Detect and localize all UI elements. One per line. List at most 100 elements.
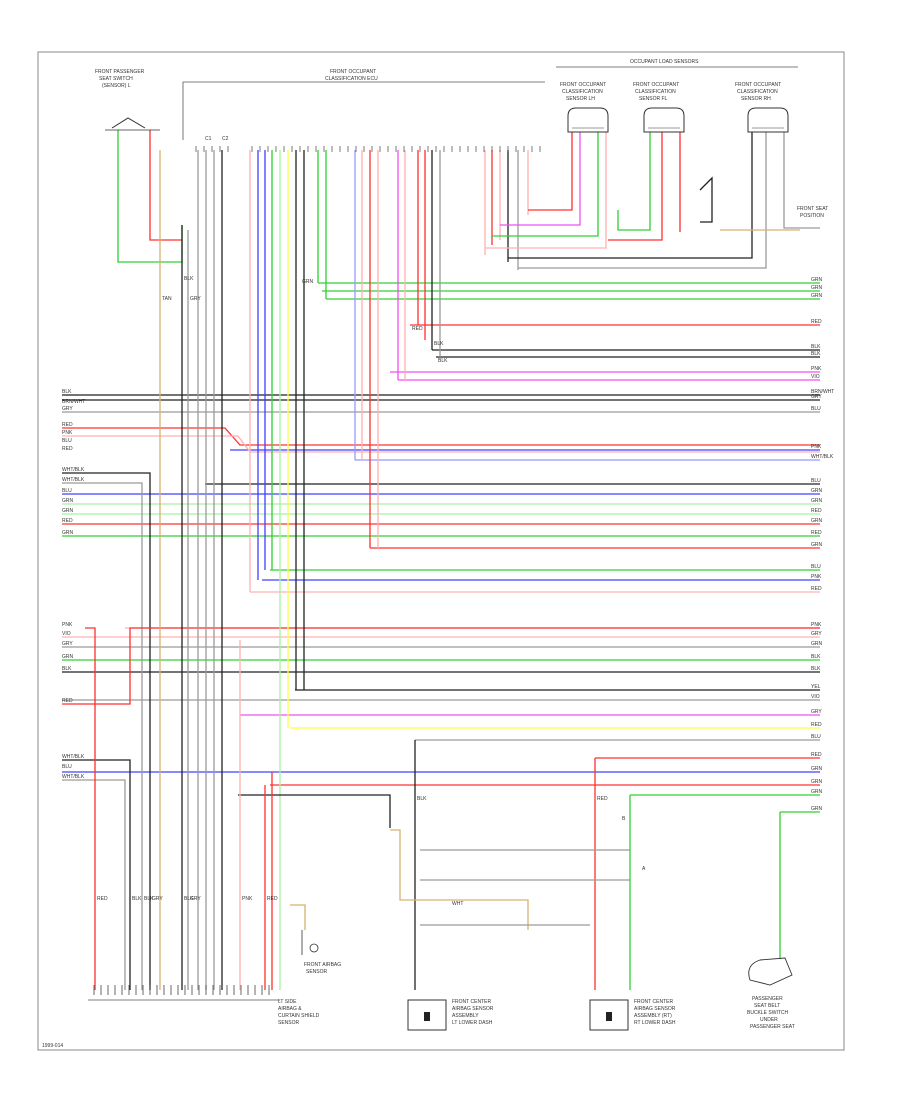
right-wire-label: PNK (811, 574, 822, 580)
seat-switch-red (149, 130, 182, 241)
svg-text:AIRBAG SENSOR: AIRBAG SENSOR (634, 1006, 676, 1012)
misc-wire-label: B (622, 816, 626, 822)
right-wire-label: BLU (811, 564, 821, 570)
seat-position-line1: FRONT SEAT (797, 206, 828, 212)
bottom-tan-run (390, 829, 529, 930)
right-wire-label: BLU (811, 734, 821, 740)
right-wire-label: RED (811, 319, 822, 325)
right-wire-label: WHT/BLK (811, 454, 834, 460)
bottom-wire-label: PNK (242, 896, 253, 902)
bottom-wire-label: GRY (152, 896, 163, 902)
misc-wire-label: C1 (205, 136, 212, 142)
components-layer: FRONT PASSENGER SEAT SWITCH (SENSOR) L F… (42, 59, 828, 1049)
right-wire-label: BRN/WHT (811, 389, 834, 395)
svg-text:ASSEMBLY: ASSEMBLY (452, 1013, 479, 1019)
right-wire-label: PNK (811, 366, 822, 372)
svg-text:BUCKLE SWITCH: BUCKLE SWITCH (747, 1010, 789, 1016)
left-red-column (85, 627, 96, 990)
bottom-wire-label: BLK (184, 896, 194, 902)
seat-switch-symbol (111, 117, 146, 129)
sensor3-black (508, 132, 753, 259)
misc-wire-label: GRN (302, 279, 314, 285)
svg-text:FRONT CENTER: FRONT CENTER (452, 999, 491, 1005)
misc-wire-label: RED (412, 326, 423, 332)
svg-text:LT LOWER DASH: LT LOWER DASH (452, 1020, 493, 1026)
left-wire-label: RED (62, 446, 73, 452)
occupant-sensor-2: FRONT OCCUPANT CLASSIFICATION SENSOR FL (633, 82, 685, 133)
diagram-frame (37, 51, 845, 1051)
right-wire-label: GRN (811, 498, 823, 504)
side-sensor-tan (290, 904, 306, 930)
occupant-sensor-1: FRONT OCCUPANT CLASSIFICATION SENSOR LH (560, 82, 609, 133)
left-pink-wire (62, 435, 820, 453)
left-wire-label: GRN (62, 530, 74, 536)
left-wire-label: GRN (62, 508, 74, 514)
bottom-wire-label: RED (97, 896, 108, 902)
left-wire-label: GRN (62, 654, 74, 660)
occupant-sensor-3: FRONT OCCUPANT CLASSIFICATION SENSOR RH (735, 82, 789, 133)
right-wire-label: GRN (811, 518, 823, 524)
svg-text:FRONT OCCUPANT: FRONT OCCUPANT (560, 82, 606, 88)
left-wire-label: GRY (62, 406, 73, 412)
right-wire-label: BLK (811, 654, 821, 660)
svg-text:LT SIDE: LT SIDE (278, 999, 297, 1005)
left-wire-label: RED (62, 698, 73, 704)
misc-wire-label: A (642, 866, 646, 872)
left-gray-bottom (62, 779, 126, 990)
sensor3-gray (518, 132, 767, 269)
svg-text:FRONT CENTER: FRONT CENTER (634, 999, 673, 1005)
right-wire-label: RED (811, 530, 822, 536)
misc-wire-label: BLK (417, 796, 427, 802)
right-wire-label: PNK (811, 444, 822, 450)
svg-text:SENSOR: SENSOR (278, 1020, 300, 1026)
footer-code: 1999-014 (42, 1043, 63, 1049)
left-wire-label: WHT/BLK (62, 477, 85, 483)
sensor-left-line3: (SENSOR) L (102, 83, 131, 89)
sensor-bracket (699, 176, 713, 223)
right-wire-label: GRY (811, 709, 822, 715)
left-wire-label: BLU (62, 764, 72, 770)
svg-text:SEAT BELT: SEAT BELT (754, 1003, 780, 1009)
svg-text:CLASSIFICATION: CLASSIFICATION (737, 89, 778, 95)
left-wire-label: BLK (62, 666, 72, 672)
left-wire-label: PNK (62, 622, 73, 628)
svg-text:FRONT AIRBAG: FRONT AIRBAG (304, 962, 341, 968)
ecu-title-line1: FRONT OCCUPANT (330, 69, 376, 75)
sensor3-gray-2 (783, 132, 820, 229)
misc-wire-label: BLK (438, 358, 448, 364)
left-airbag-sensor: FRONT AIRBAG SENSOR LT SIDE AIRBAG & CUR… (278, 930, 341, 1026)
right-wire-label: GRY (811, 394, 822, 400)
wires-layer (62, 130, 820, 995)
ecu-connector-bracket (182, 81, 545, 140)
misc-wire-label: GRY (190, 296, 201, 302)
left-wire-label: RED (62, 518, 73, 524)
svg-text:PASSENGER: PASSENGER (752, 996, 783, 1002)
misc-wire-label: BLK (434, 341, 444, 347)
left-wire-label: BLK (62, 389, 72, 395)
left-wire-label: GRY (62, 641, 73, 647)
bottom-wire-label: RED (267, 896, 278, 902)
wire-labels-layer: GRNGRNGRNREDBLKBLKPNKVIOBRN/WHTGRYBLUPNK… (62, 136, 834, 907)
right-wire-label: GRN (811, 806, 823, 812)
right-wire-label: VIO (811, 374, 820, 380)
right-wire-label: RED (811, 586, 822, 592)
sensor1-red (528, 132, 573, 211)
misc-wire-label: WHT (452, 901, 463, 907)
left-black-drop (62, 472, 151, 990)
right-wire-label: BLK (811, 666, 821, 672)
svg-text:CLASSIFICATION: CLASSIFICATION (562, 89, 603, 95)
sensor-left-line2: SEAT SWITCH (99, 76, 133, 82)
left-wire-label: BLU (62, 488, 72, 494)
right-wire-label: GRN (811, 285, 823, 291)
svg-text:SENSOR RH: SENSOR RH (741, 96, 771, 102)
right-wire-label: VIO (811, 694, 820, 700)
bottom-wire-label: BLK (144, 896, 154, 902)
left-wire-label: WHT/BLK (62, 774, 85, 780)
misc-wire-label: RED (597, 796, 608, 802)
buckle-switch: PASSENGER SEAT BELT BUCKLE SWITCH UNDER … (747, 957, 795, 1030)
right-wire-label: GRN (811, 789, 823, 795)
right-wire-label: GRN (811, 779, 823, 785)
right-wire-label: GRN (811, 542, 823, 548)
ecu-title-line2: CLASSIFICATION ECU (325, 76, 378, 82)
